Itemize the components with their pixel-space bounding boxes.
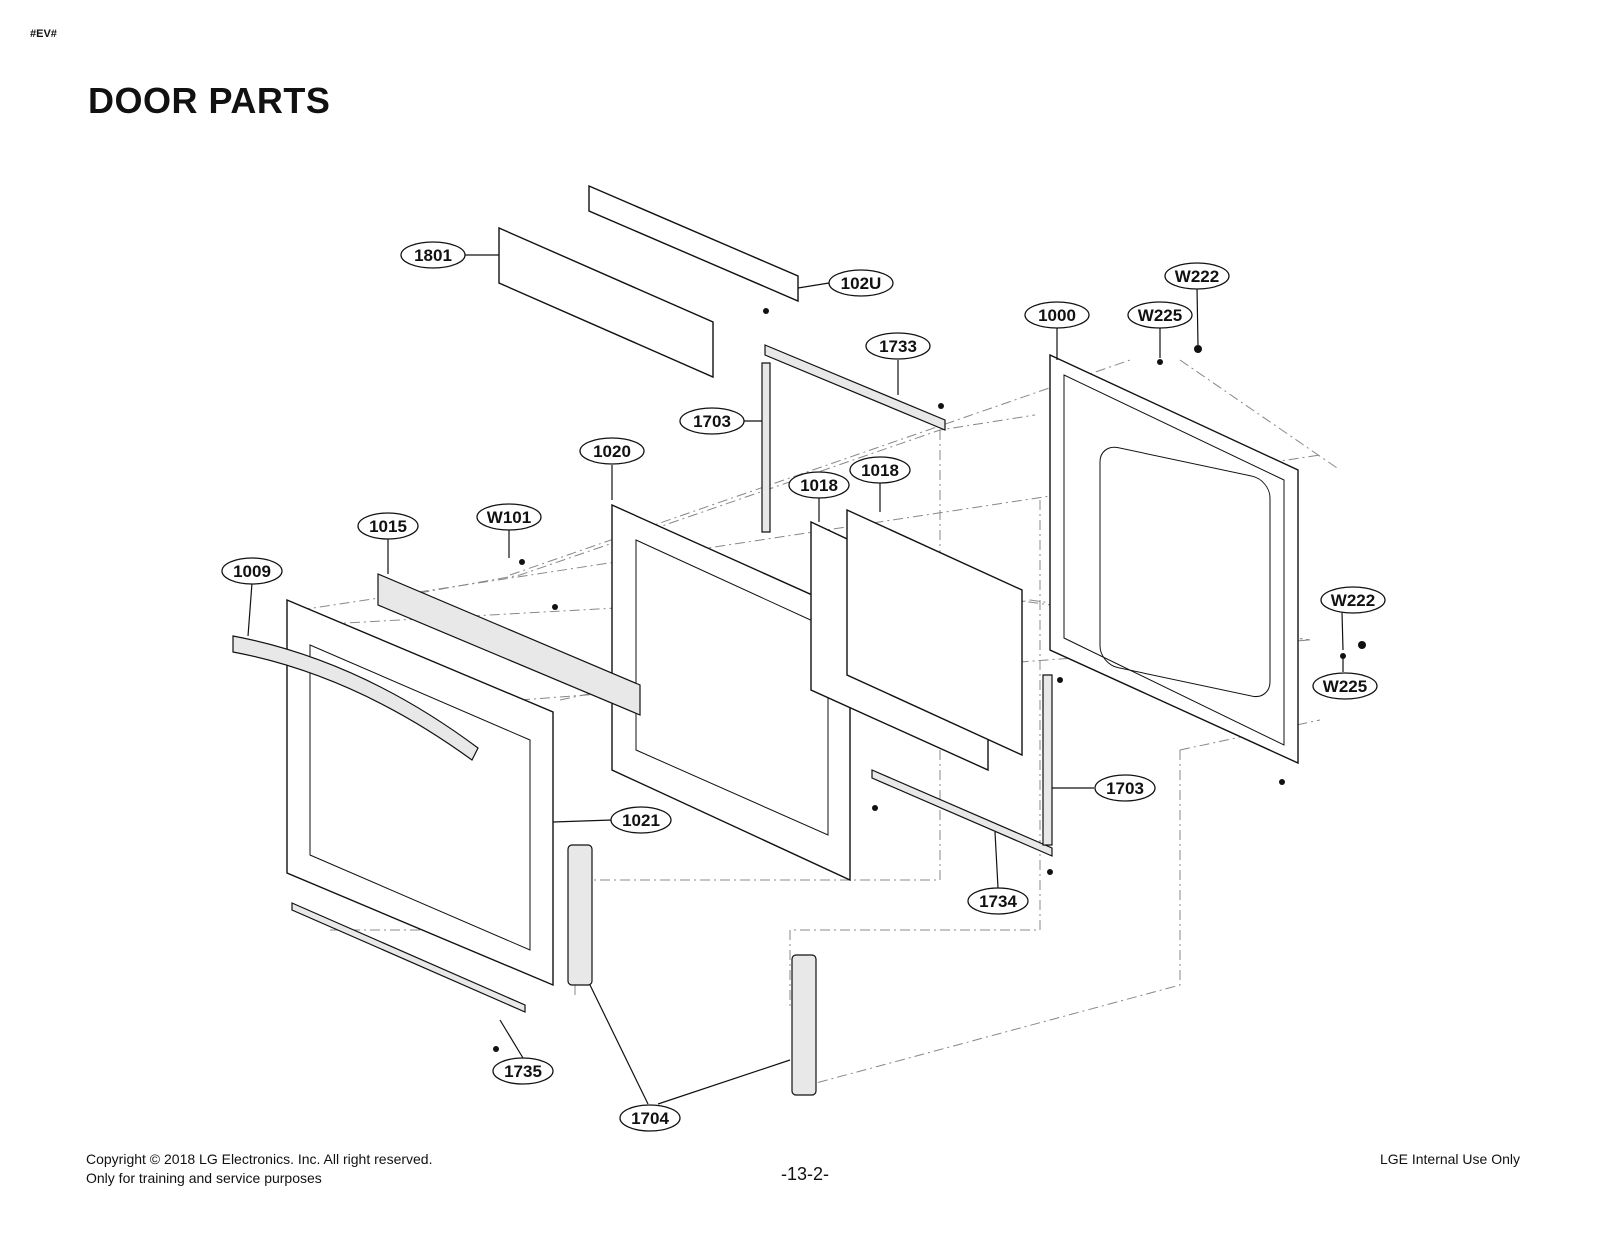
- part-1704-hinge-left: [567, 844, 593, 986]
- callout-1015: 1015: [357, 512, 419, 540]
- svg-text:102U: 102U: [841, 274, 882, 293]
- training-text: Only for training and service purposes: [86, 1170, 322, 1186]
- svg-text:W101: W101: [487, 508, 531, 527]
- part-1703-strip-lower: [1042, 674, 1053, 846]
- svg-text:W222: W222: [1175, 267, 1219, 286]
- svg-text:1018: 1018: [800, 476, 838, 495]
- callout-1735: 1735: [492, 1057, 554, 1085]
- footer-copyright: Copyright © 2018 LG Electronics. Inc. Al…: [86, 1150, 432, 1188]
- callout-1703-right: 1703: [1094, 774, 1156, 802]
- svg-text:1015: 1015: [369, 517, 407, 536]
- callout-1734: 1734: [967, 887, 1029, 915]
- part-1021-outer-door: [286, 598, 554, 987]
- svg-text:1734: 1734: [979, 892, 1017, 911]
- leader-lines: [247, 254, 1344, 1105]
- callout-w222-right: W222: [1320, 586, 1386, 614]
- svg-text:W225: W225: [1138, 306, 1182, 325]
- page-number: -13-2-: [780, 1164, 829, 1184]
- svg-text:1703: 1703: [693, 412, 731, 431]
- svg-text:1735: 1735: [504, 1062, 542, 1081]
- callout-1000: 1000: [1024, 301, 1090, 329]
- svg-text:1009: 1009: [233, 562, 271, 581]
- callout-1704: 1704: [619, 1104, 681, 1132]
- svg-text:1704: 1704: [631, 1109, 669, 1128]
- svg-text:1000: 1000: [1038, 306, 1076, 325]
- callout-1009: 1009: [221, 557, 283, 585]
- part-102u-strip: [588, 184, 799, 303]
- callout-1021: 1021: [610, 806, 672, 834]
- callout-w222-top: W222: [1164, 262, 1230, 290]
- svg-text:1801: 1801: [414, 246, 452, 265]
- part-1734-rail: [871, 769, 1053, 857]
- callout-w101: W101: [476, 503, 542, 531]
- part-1009-handle: [232, 635, 479, 761]
- internal-use-label: LGE Internal Use Only: [1379, 1151, 1520, 1167]
- part-1015-control-trim: [377, 573, 641, 716]
- document-tag: #EV#: [30, 28, 57, 40]
- svg-text:1020: 1020: [593, 442, 631, 461]
- part-1000-inner-door: [1049, 353, 1299, 765]
- callout-1018-back: 1018: [849, 456, 911, 484]
- part-1704-hinge-right: [791, 954, 817, 1096]
- callout-1020: 1020: [579, 437, 645, 465]
- svg-text:W225: W225: [1323, 677, 1367, 696]
- copyright-text: Copyright © 2018 LG Electronics. Inc. Al…: [86, 1151, 433, 1167]
- svg-text:W222: W222: [1331, 591, 1375, 610]
- callout-102u: 102U: [828, 269, 894, 297]
- svg-text:1018: 1018: [861, 461, 899, 480]
- part-1733-rail: [764, 344, 946, 431]
- svg-text:1021: 1021: [622, 811, 660, 830]
- callout-1703-top: 1703: [679, 407, 745, 435]
- screws: [493, 308, 1366, 1052]
- part-1735-rail: [291, 902, 526, 1013]
- part-1703-strip-upper: [761, 362, 771, 533]
- svg-text:1733: 1733: [879, 337, 917, 356]
- callout-1801: 1801: [400, 241, 466, 269]
- part-1018-glass-back: [846, 508, 1023, 757]
- callout-1733: 1733: [865, 332, 931, 360]
- callout-w225-right: W225: [1312, 672, 1378, 700]
- svg-text:1703: 1703: [1106, 779, 1144, 798]
- callout-w225-top: W225: [1127, 301, 1193, 329]
- page-title: DOOR PARTS: [88, 80, 331, 121]
- part-1801-panel: [498, 226, 714, 379]
- callout-1018-front: 1018: [788, 471, 850, 499]
